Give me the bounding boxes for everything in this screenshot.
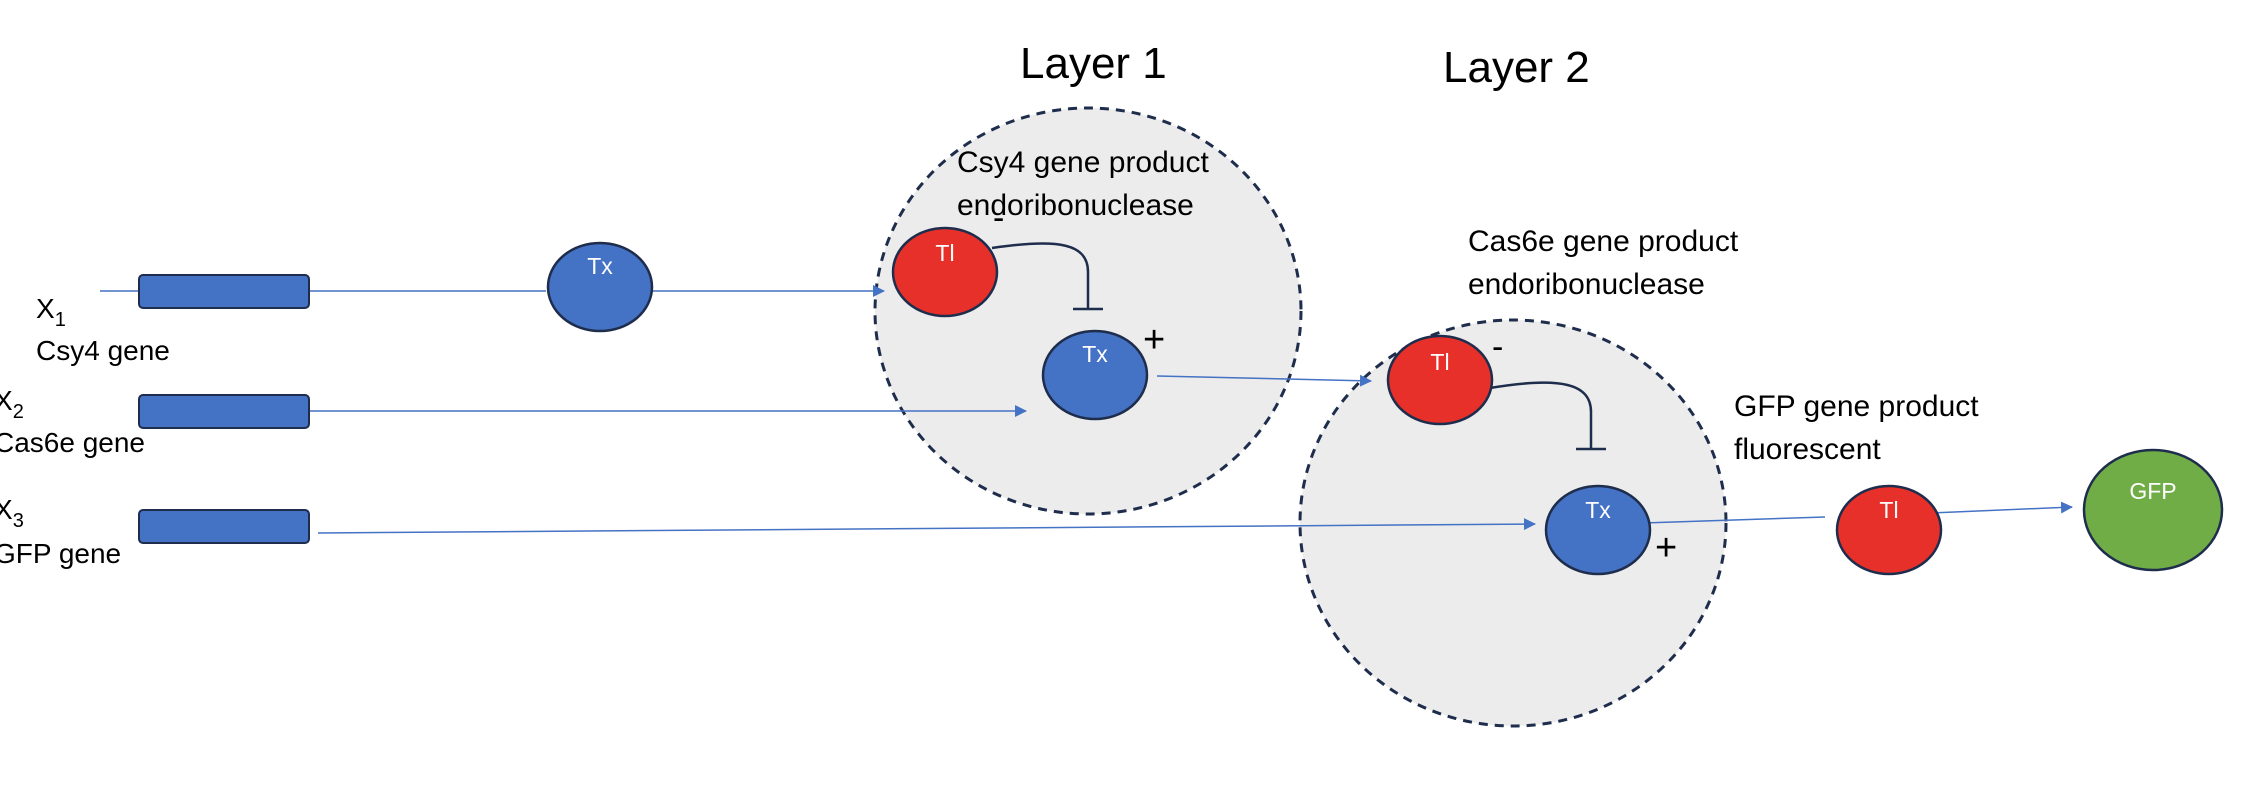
layer2-tl-node-label: Tl — [1430, 349, 1449, 375]
layer2-product-type: endoribonuclease — [1468, 268, 1705, 301]
output-product-label: GFP gene product — [1734, 390, 1979, 423]
output-tl-node — [1835, 484, 1943, 576]
input-x2-label: X2 — [0, 385, 24, 423]
layer1-title: Layer 1 — [1020, 39, 1167, 88]
layer2-plus-sign: + — [1655, 527, 1677, 569]
layer1-region — [873, 106, 1303, 516]
layer2-tx-to-tl-line — [1643, 516, 1826, 524]
tl-to-gfp-arrow — [1930, 501, 2073, 514]
input-x1-gene: Csy4 gene — [36, 335, 170, 366]
layer2-region — [1298, 318, 1728, 728]
input-x2-gene: Cas6e gene — [0, 427, 145, 458]
input-x1-sub: 1 — [55, 309, 66, 331]
layer2-tx-node — [1544, 484, 1652, 576]
layer2-repression-curve — [1489, 381, 1593, 449]
x2-gene-bar — [138, 394, 310, 429]
input-x1-label: X1 — [36, 293, 66, 331]
output-product-type: fluorescent — [1734, 433, 1881, 466]
x1-tx-node — [546, 241, 654, 333]
layer1-minus-sign: - — [993, 199, 1004, 237]
x1-gene-bar — [138, 274, 310, 309]
gfp-node-label: GFP — [2129, 478, 2176, 504]
layer1-product-label: Csy4 gene product — [957, 146, 1209, 179]
x1-tx-node-label: Tx — [587, 253, 613, 279]
layer1-tl-node — [891, 226, 999, 318]
input-x2-sub: 2 — [13, 401, 24, 423]
input-x2-var: X — [0, 385, 13, 416]
x3-gene-bar — [138, 509, 310, 544]
layer2-product-label: Cas6e gene product — [1468, 225, 1739, 258]
layer1-tx-node — [1041, 329, 1149, 421]
layer1-tx-to-layer2-tl-arrow — [1156, 374, 1372, 387]
layer1-tl-node-label: Tl — [935, 240, 954, 266]
x3-to-layer2-tx-arrow — [317, 518, 1536, 534]
layer1-repression-curve — [991, 242, 1090, 309]
layer1-plus-sign: + — [1143, 319, 1165, 361]
input-x1-var: X — [36, 293, 55, 324]
layer2-minus-sign: - — [1492, 328, 1503, 366]
input-x3-gene: GFP gene — [0, 538, 121, 569]
output-tl-node-label: Tl — [1879, 497, 1898, 523]
layer2-tx-node-label: Tx — [1585, 497, 1611, 523]
layer2-tl-node — [1386, 334, 1494, 426]
layer1-product-type: endoribonuclease — [957, 189, 1194, 222]
input-x3-label: X3 — [0, 494, 24, 532]
gfp-node — [2082, 448, 2224, 572]
input-x3-sub: 3 — [13, 510, 24, 532]
input-x3-var: X — [0, 494, 13, 525]
layer1-tx-node-label: Tx — [1082, 341, 1108, 367]
layer2-title: Layer 2 — [1443, 43, 1590, 92]
